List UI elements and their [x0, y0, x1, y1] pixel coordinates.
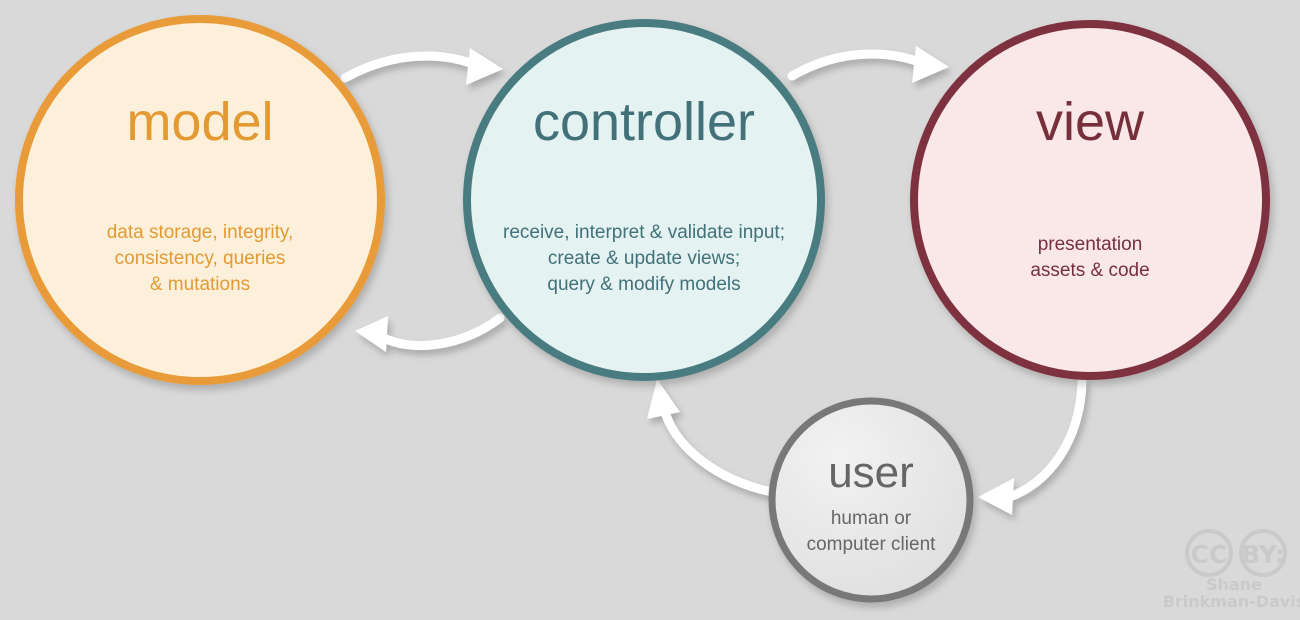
controller-description-line-1: receive, interpret & validate input; — [503, 222, 785, 243]
arrow-user-to-controller — [647, 379, 777, 497]
arrow-view-to-user — [978, 377, 1087, 515]
user-title: user — [828, 448, 914, 497]
view-description-line-1: presentation — [1038, 234, 1143, 255]
user-circle[interactable] — [768, 397, 974, 603]
model-description-line-1: data storage, integrity, — [107, 222, 294, 243]
arrow-controller-to-view — [787, 46, 949, 83]
model-description-line-3: & mutations — [150, 274, 250, 295]
controller-description-line-3: query & modify models — [547, 274, 740, 295]
node-view[interactable]: view presentation assets & code — [910, 20, 1270, 380]
by-icon-label: BY: — [1241, 540, 1285, 569]
node-model[interactable]: model data storage, integrity, consisten… — [15, 15, 385, 385]
user-description-line-2: computer client — [807, 534, 937, 555]
model-title: model — [126, 92, 273, 152]
arrow-model-to-controller — [340, 48, 503, 85]
controller-circle[interactable] — [463, 19, 825, 381]
cc-icon[interactable]: CC — [1185, 529, 1233, 577]
controller-title: controller — [533, 92, 755, 152]
view-description-line-2: assets & code — [1030, 260, 1149, 281]
view-title: view — [1036, 92, 1145, 152]
view-circle[interactable] — [910, 20, 1270, 380]
license-badge[interactable]: CC BY: Shane Brinkman-Davis — [1163, 529, 1300, 611]
arrows-layer — [340, 46, 1087, 515]
controller-description-line-2: create & update views; — [548, 248, 740, 269]
license-author-line-1: Shane — [1206, 575, 1262, 594]
by-icon[interactable]: BY: — [1239, 529, 1287, 577]
model-description-line-2: consistency, queries — [115, 248, 286, 269]
model-circle[interactable] — [15, 15, 385, 385]
user-description-line-1: human or — [831, 508, 912, 529]
node-controller[interactable]: controller receive, interpret & validate… — [463, 19, 825, 381]
node-user[interactable]: user human or computer client — [768, 397, 974, 603]
cc-icon-label: CC — [1191, 540, 1228, 569]
arrow-controller-to-model — [355, 313, 505, 352]
license-author-line-2: Brinkman-Davis — [1163, 592, 1300, 611]
